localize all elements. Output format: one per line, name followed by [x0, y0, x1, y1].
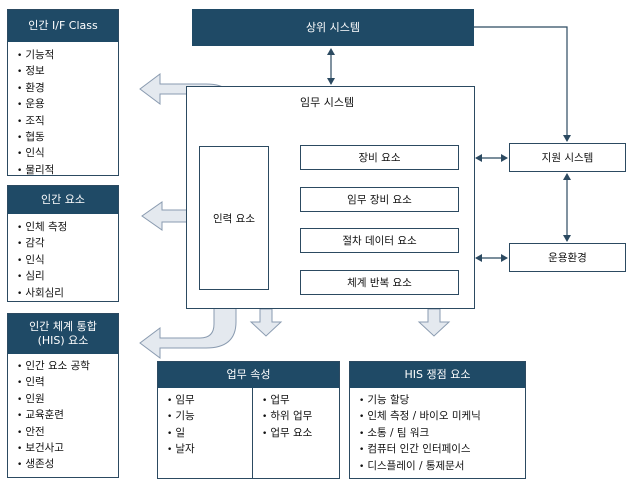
list-item: 날자 [167, 442, 252, 458]
hif-class-list: 기능적 정보 환경 운용 조직 협동 인식 물리적 [8, 42, 118, 179]
list-item: 기능 할당 [359, 393, 525, 409]
procedure-data-element-box: 절차 데이터 요소 [300, 228, 459, 253]
hif-class-title: 인간 I/F Class [8, 10, 118, 42]
list-item: 조직 [17, 114, 118, 130]
work-attributes-panel: 업무 속성 임무 기능 일 날자 업무 하위 업무 업무 요소 [157, 361, 340, 479]
list-item: 임무 [167, 393, 252, 409]
list-item: 인체 측정 [17, 220, 118, 236]
hif-class-panel: 인간 I/F Class 기능적 정보 환경 운용 조직 협동 인식 물리적 [7, 9, 119, 176]
system-iteration-element-box: 체계 반복 요소 [300, 270, 459, 295]
his-elements-title: 인간 체계 통합 (HIS) 요소 [8, 314, 118, 354]
list-item: 인체 측정 / 바이오 미케닉 [359, 409, 525, 425]
list-item: 기능적 [17, 48, 118, 64]
mission-system-label: 임무 시스템 [300, 96, 355, 109]
flow-arrow-bottom [139, 289, 237, 359]
list-item: 인력 [17, 375, 118, 391]
equipment-element-box: 장비 요소 [300, 145, 459, 170]
list-item: 소통 / 팀 워크 [359, 426, 525, 442]
his-issues-panel: HIS 쟁점 요소 기능 할당 인체 측정 / 바이오 미케닉 소통 / 팀 워… [349, 361, 526, 479]
list-item: 일 [167, 426, 252, 442]
his-elements-list: 인간 요소 공학 인력 인원 교육훈련 안전 보건사고 생존성 [8, 354, 118, 474]
list-item: 교육훈련 [17, 408, 118, 424]
list-item: 정보 [17, 64, 118, 80]
list-item: 인식 [17, 146, 118, 162]
list-item: 협동 [17, 130, 118, 146]
work-attributes-right-list: 업무 하위 업무 업무 요소 [253, 388, 312, 479]
his-issues-title: HIS 쟁점 요소 [350, 362, 525, 388]
list-item: 컴퓨터 인간 인터페이스 [359, 442, 525, 458]
support-system-box: 지원 시스템 [509, 143, 626, 172]
list-item: 물리적 [17, 163, 118, 179]
list-item: 운용 [17, 97, 118, 113]
list-item: 사회심리 [17, 286, 118, 302]
list-item: 환경 [17, 81, 118, 97]
down-arrow-work [249, 308, 283, 337]
his-issues-list: 기능 할당 인체 측정 / 바이오 미케닉 소통 / 팀 워크 컴퓨터 인간 인… [350, 388, 525, 475]
human-elements-list: 인체 측정 감각 인식 심리 사회심리 [8, 214, 118, 302]
list-item: 기능 [167, 409, 252, 425]
work-attributes-left-list: 임무 기능 일 날자 [158, 388, 253, 479]
list-item: 생존성 [17, 457, 118, 473]
list-item: 인원 [17, 392, 118, 408]
list-item: 안전 [17, 425, 118, 441]
mission-equipment-element-box: 임무 장비 요소 [300, 187, 459, 212]
his-elements-panel: 인간 체계 통합 (HIS) 요소 인간 요소 공학 인력 인원 교육훈련 안전… [7, 313, 119, 478]
list-item: 인간 요소 공학 [17, 359, 118, 375]
list-item: 업무 [262, 393, 312, 409]
down-arrow-his [417, 308, 451, 337]
human-elements-panel: 인간 요소 인체 측정 감각 인식 심리 사회심리 [7, 185, 119, 302]
list-item: 업무 요소 [262, 426, 312, 442]
list-item: 심리 [17, 269, 118, 285]
list-item: 감각 [17, 236, 118, 252]
operating-environment-box: 운용환경 [509, 243, 626, 272]
list-item: 인식 [17, 253, 118, 269]
upper-system-box: 상위 시스템 [192, 9, 474, 46]
list-item: 보건사고 [17, 441, 118, 457]
human-elements-title: 인간 요소 [8, 186, 118, 214]
work-attributes-title: 업무 속성 [158, 362, 339, 388]
list-item: 하위 업무 [262, 409, 312, 425]
manpower-element-box: 인력 요소 [199, 146, 269, 290]
list-item: 디스플레이 / 통제문서 [359, 459, 525, 475]
